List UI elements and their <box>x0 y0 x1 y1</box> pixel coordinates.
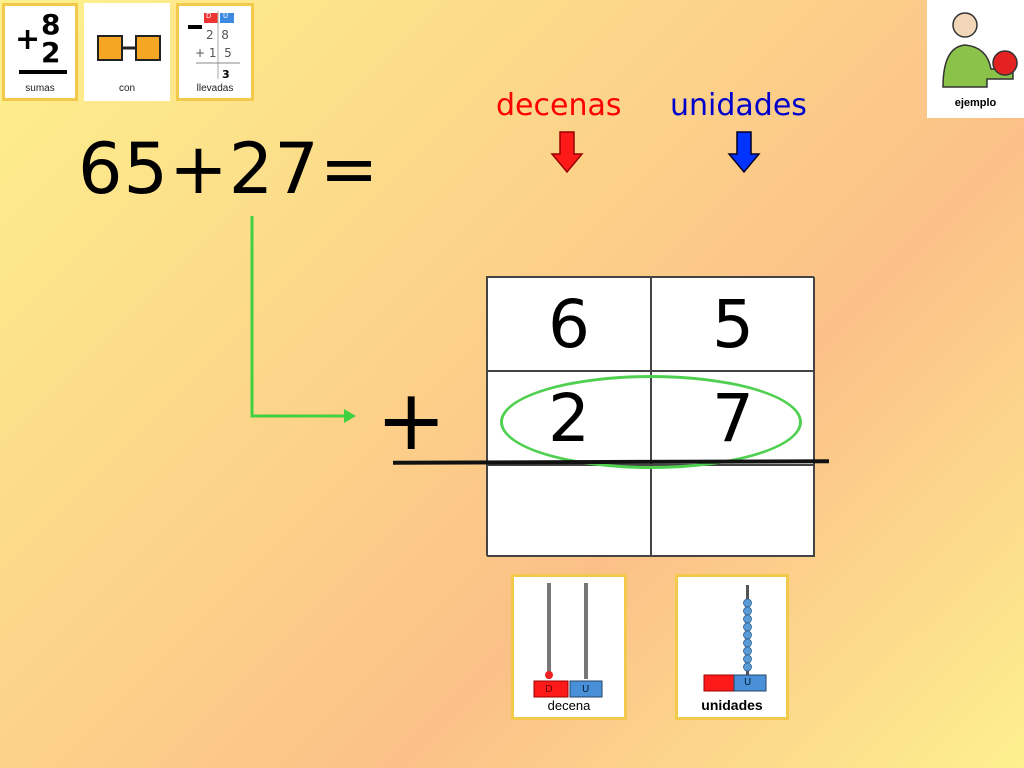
llevadas-carry: 3 <box>222 68 230 81</box>
decena-u-label: U <box>582 684 590 695</box>
tens-label: decenas <box>496 88 622 123</box>
abacus-unidades-icon <box>703 585 767 692</box>
sumas-plus-sign: + <box>15 22 41 57</box>
sumas-card[interactable]: + 8 2 sumas <box>2 3 78 101</box>
highlight-ellipse <box>500 375 802 469</box>
con-card[interactable]: con <box>84 3 170 101</box>
person-with-ball-icon <box>942 12 1018 88</box>
sumas-label: sumas <box>25 83 55 94</box>
abacus-decena-icon <box>533 583 603 698</box>
sumas-underline <box>19 70 67 74</box>
grid-cell-tens-row1: 6 <box>487 277 651 371</box>
unidades-label: unidades <box>701 697 763 713</box>
units-arrow-icon <box>727 131 761 174</box>
llevadas-card[interactable]: D U 2 8 + 1 5 3 llevadas <box>176 3 254 101</box>
llevadas-u-label: U <box>223 12 229 20</box>
llevadas-row1: 2 8 <box>206 28 229 42</box>
connector-arrow <box>250 216 356 423</box>
decena-card[interactable]: D U decena <box>511 574 627 720</box>
llevadas-label: llevadas <box>196 83 234 94</box>
llevadas-d-label: D <box>206 12 212 20</box>
ejemplo-card[interactable]: ejemplo <box>927 0 1024 118</box>
grid-cell-units-row1: 5 <box>651 277 815 371</box>
unidades-card[interactable]: U unidades <box>675 574 789 720</box>
con-icon <box>97 35 161 61</box>
sumas-bottom-number: 2 <box>41 36 61 69</box>
grid-cell-tens-result[interactable] <box>487 465 651 557</box>
unidades-u-label: U <box>744 677 752 688</box>
ejemplo-label: ejemplo <box>954 97 997 109</box>
decena-d-label: D <box>545 684 553 695</box>
decena-label: decena <box>547 698 591 713</box>
grid-cell-units-result[interactable] <box>651 465 815 557</box>
grid-plus-sign: + <box>376 371 447 469</box>
equation-text: 65+27= <box>78 128 380 210</box>
sumas-top-number: 8 <box>41 8 61 41</box>
llevadas-icon <box>188 11 240 79</box>
con-label: con <box>118 83 136 94</box>
llevadas-row2: + 1 5 <box>195 46 232 60</box>
tens-arrow-icon <box>550 131 584 174</box>
units-label: unidades <box>670 88 807 123</box>
